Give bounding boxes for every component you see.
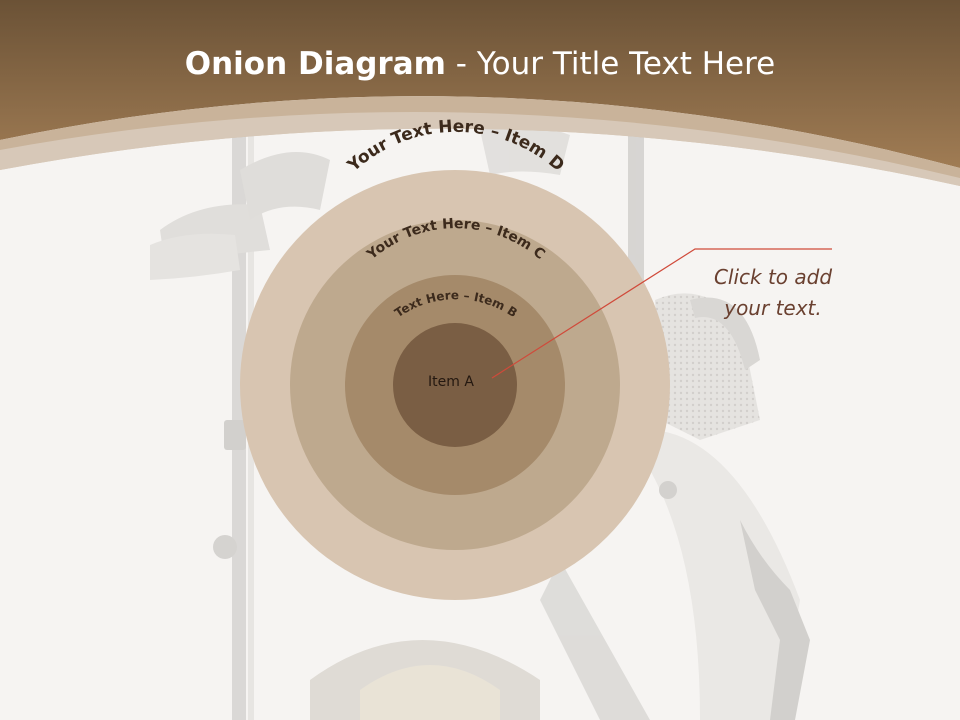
title-rest: - Your Title Text Here xyxy=(445,46,776,82)
slide-title[interactable]: Onion Diagram - Your Title Text Here xyxy=(0,46,960,82)
label-item-a: Item A xyxy=(428,374,474,390)
header-swoosh xyxy=(0,96,960,186)
label-item-d: Your Text Here – Item D xyxy=(343,117,568,177)
callout-connector xyxy=(491,248,832,379)
golf-bag-photo xyxy=(150,120,810,720)
callout-line-1: Click to add xyxy=(713,265,833,289)
callout-line-2: your text. xyxy=(724,296,822,320)
callout-text-box[interactable]: Click to add your text. xyxy=(688,262,858,324)
title-bold: Onion Diagram xyxy=(184,46,446,82)
onion-layer-a[interactable] xyxy=(393,323,517,447)
header-band xyxy=(0,0,960,168)
